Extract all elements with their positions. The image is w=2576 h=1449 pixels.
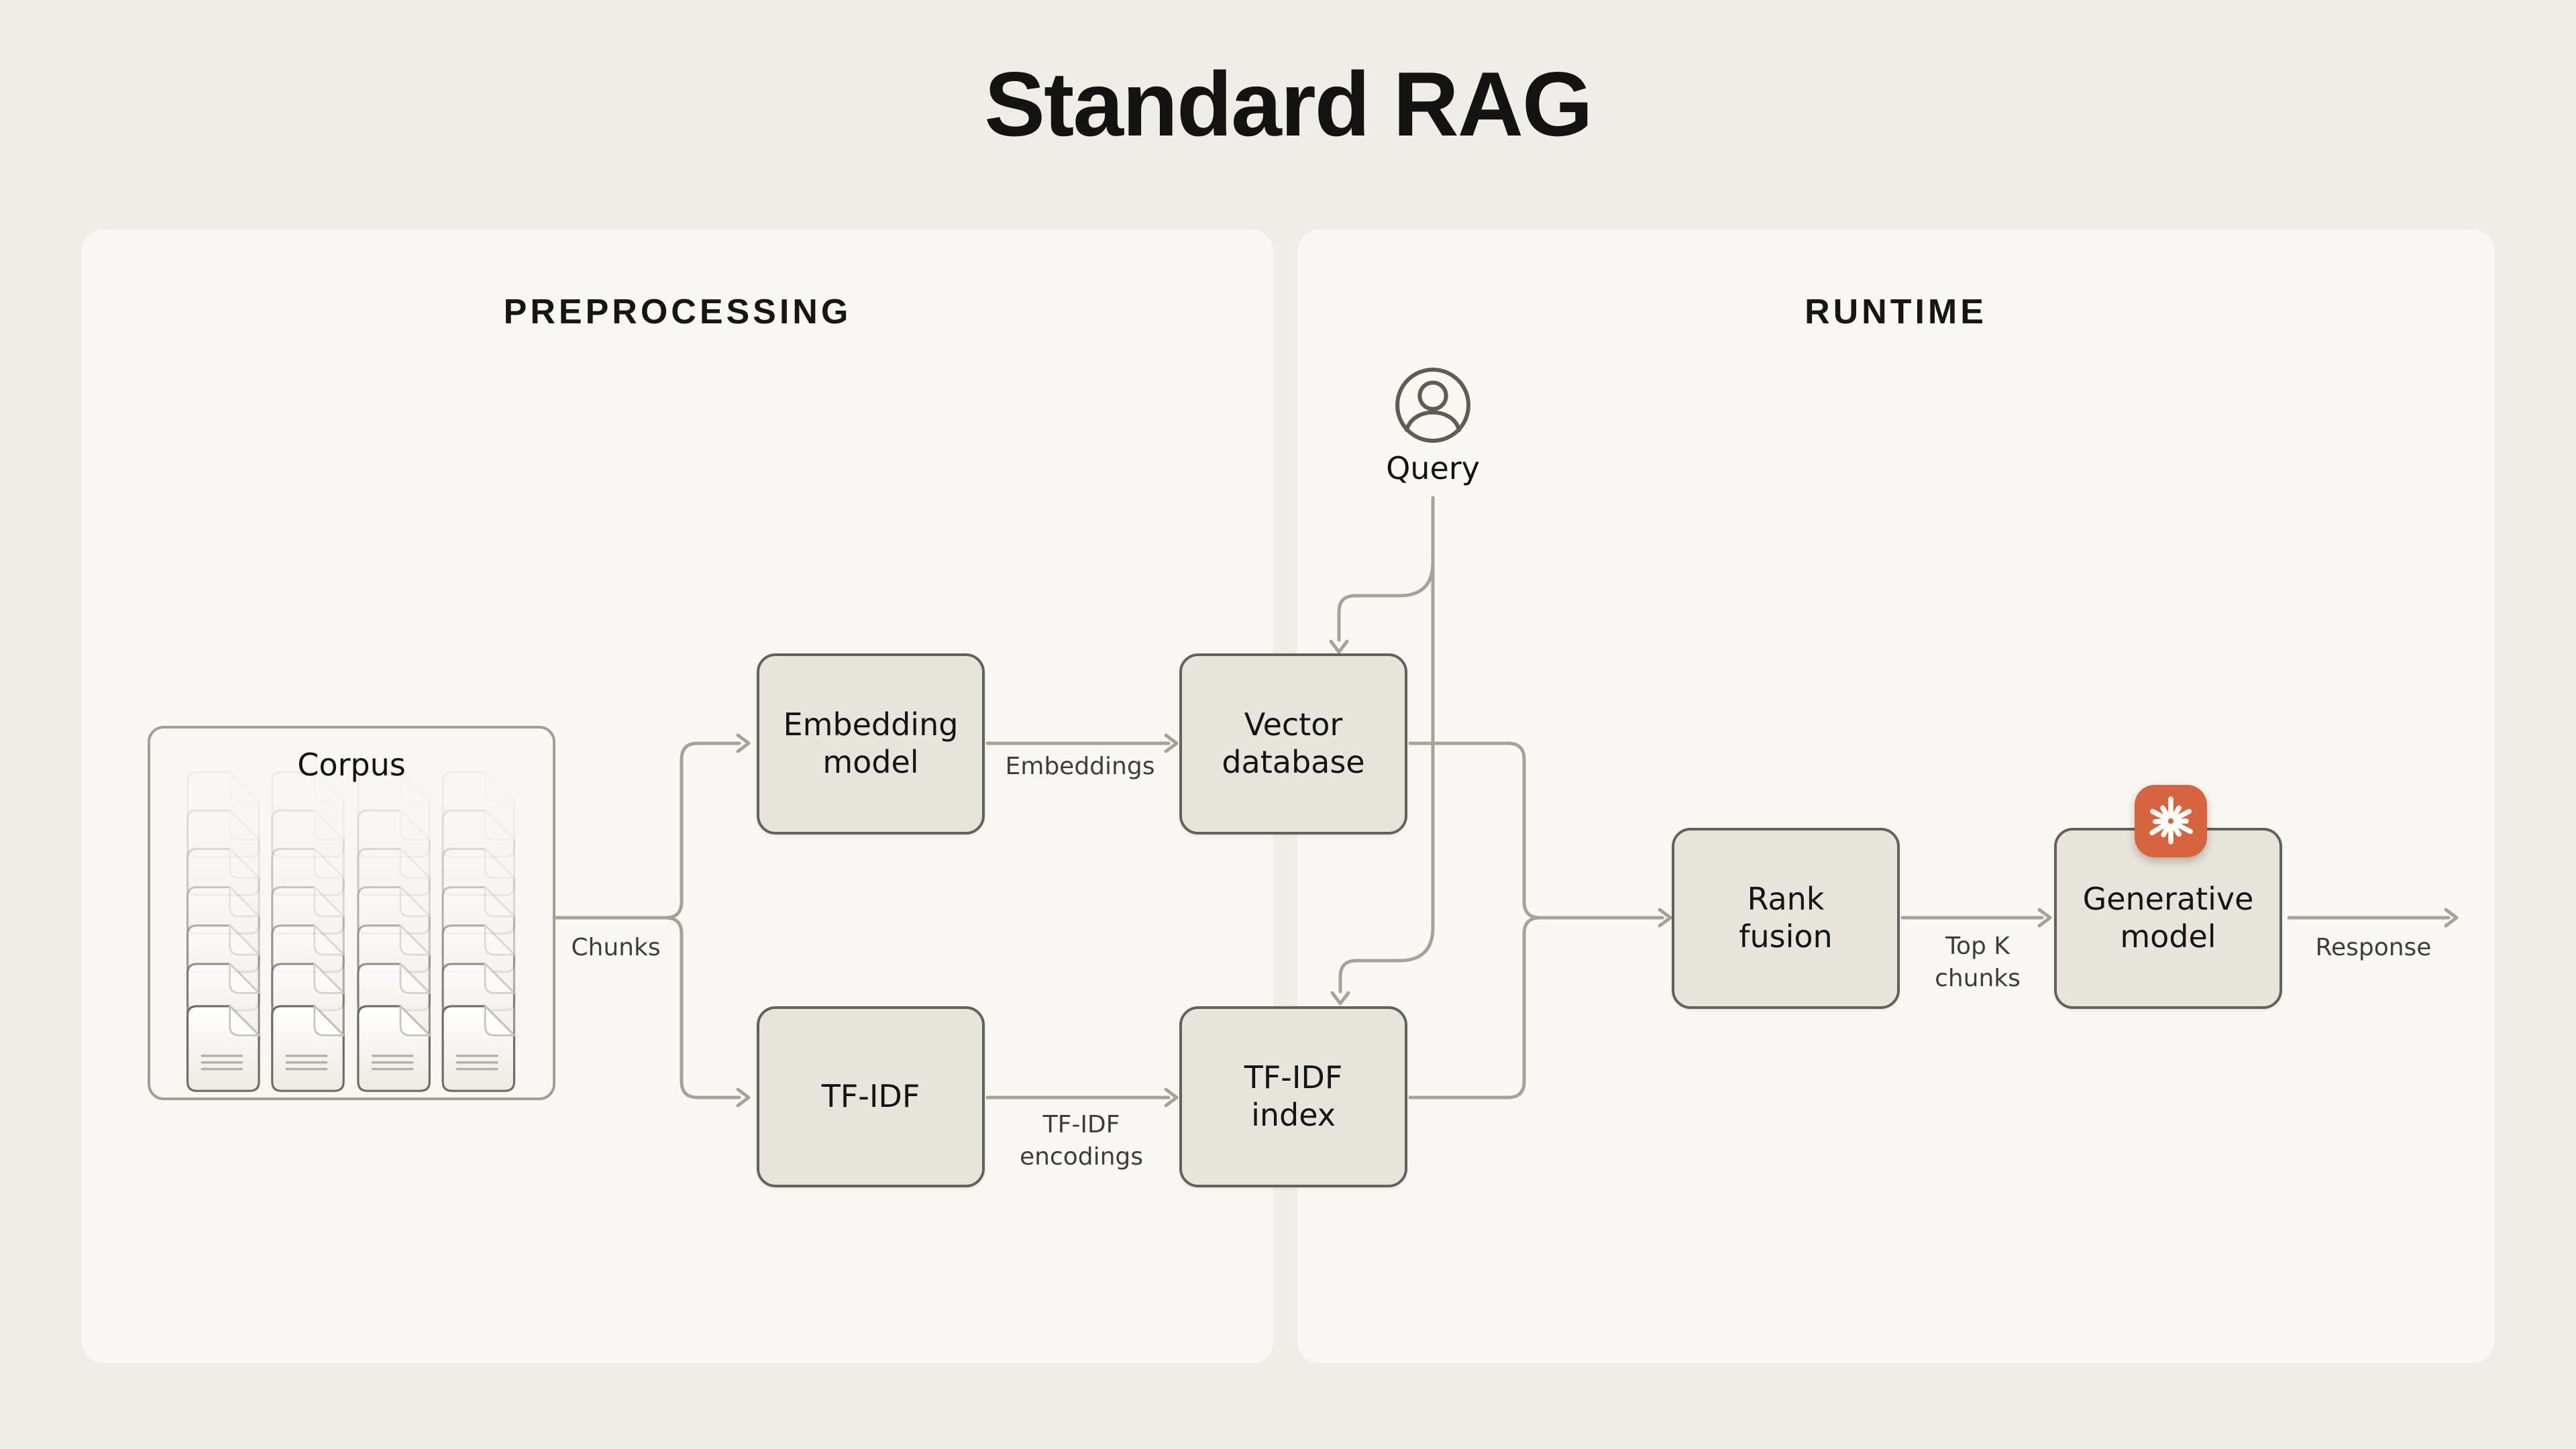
corpus-label: Corpus xyxy=(297,749,406,784)
document-icon xyxy=(441,1004,517,1092)
edge-label-tfidf-encodings: TF-IDF encodings xyxy=(1019,1111,1144,1171)
edge-label-embeddings: Embeddings xyxy=(1005,753,1155,781)
node-tfidf-index: TF-IDF index xyxy=(1179,1006,1407,1187)
node-rank-fusion: Rank fusion xyxy=(1672,828,1900,1009)
panel-runtime-header: RUNTIME xyxy=(1805,291,1987,331)
tfidf-label: TF-IDF xyxy=(821,1079,920,1114)
spark-icon xyxy=(2149,796,2193,845)
corpus-node xyxy=(148,726,555,1100)
document-stacks xyxy=(186,769,517,1092)
tfidf-index-label: TF-IDF index xyxy=(1244,1061,1343,1133)
node-vector-database: Vector database xyxy=(1179,653,1407,835)
page-title: Standard RAG xyxy=(984,54,1593,156)
document-icon xyxy=(357,1004,432,1092)
rank-fusion-label: Rank fusion xyxy=(1739,882,1833,955)
generative-model-badge xyxy=(2135,785,2207,857)
document-icon xyxy=(186,1004,262,1092)
edge-label-top-k-chunks: Top K chunks xyxy=(1935,932,2021,993)
panel-runtime: RUNTIME xyxy=(1297,229,2494,1363)
query-label: Query xyxy=(1386,452,1480,487)
node-embedding-model: Embedding model xyxy=(757,653,985,835)
embedding-model-label: Embedding model xyxy=(783,708,959,780)
edge-label-response: Response xyxy=(2315,934,2432,962)
edge-label-chunks: Chunks xyxy=(571,934,661,962)
node-tfidf: TF-IDF xyxy=(757,1006,985,1187)
panel-preprocessing-header: PREPROCESSING xyxy=(503,291,852,331)
node-generative-model: Generative model xyxy=(2054,828,2282,1009)
document-icon xyxy=(271,1004,346,1092)
generative-model-label: Generative model xyxy=(2082,882,2254,955)
vector-database-label: Vector database xyxy=(1222,708,1365,780)
